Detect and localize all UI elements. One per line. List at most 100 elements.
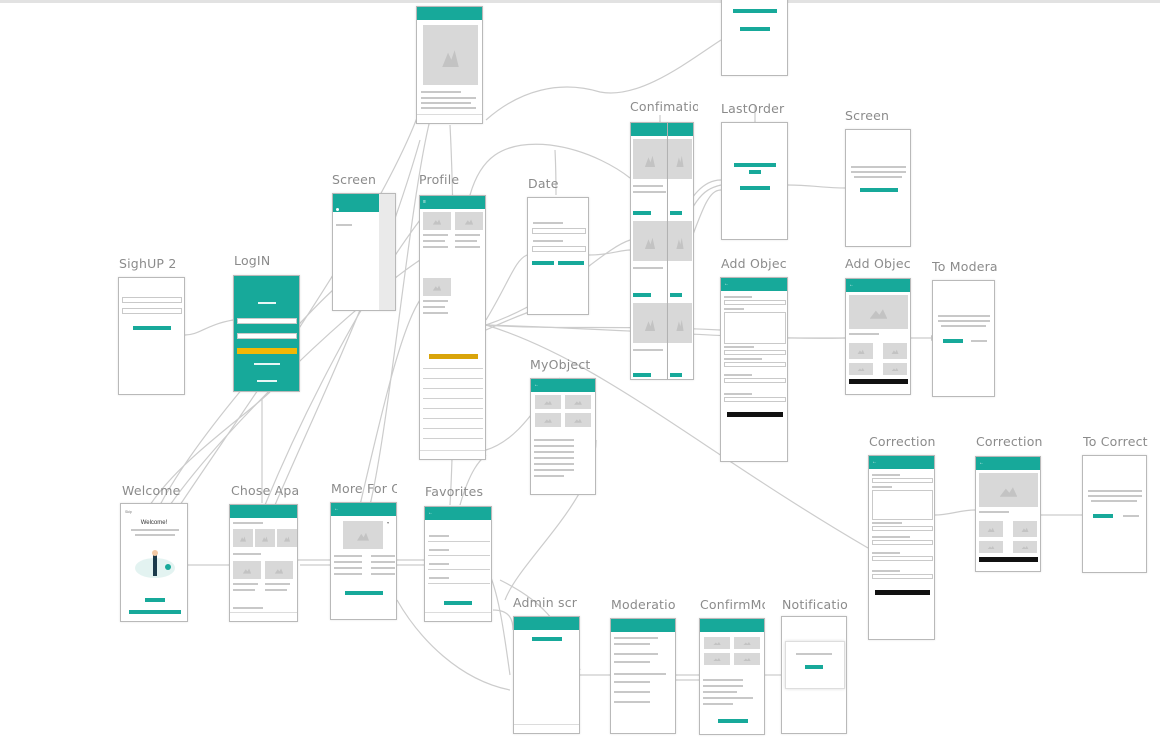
- input-field[interactable]: [122, 297, 182, 303]
- input-field[interactable]: [872, 526, 933, 531]
- submit-button[interactable]: [849, 379, 908, 384]
- frame-last-order[interactable]: [721, 122, 788, 240]
- image-placeholder-icon: [265, 561, 293, 579]
- frame-my-objects[interactable]: ←: [530, 378, 596, 495]
- frame-correction[interactable]: ←: [868, 455, 935, 640]
- frame-favorites[interactable]: ←: [424, 506, 492, 622]
- login-input[interactable]: [237, 318, 297, 324]
- input-field[interactable]: [724, 350, 786, 355]
- confirm-button[interactable]: [633, 373, 651, 377]
- start-button[interactable]: [145, 598, 165, 602]
- label-confirmation: Confimatio: [630, 99, 698, 114]
- frame-welcome[interactable]: Skip Welcome!: [120, 503, 188, 622]
- frame-date[interactable]: [527, 197, 589, 315]
- confirm-button[interactable]: [633, 211, 651, 215]
- frame-to-moderation[interactable]: [932, 280, 995, 397]
- ok-button[interactable]: [532, 261, 554, 265]
- arrow-left-icon[interactable]: ←: [872, 459, 877, 465]
- label-add-object-photo: Add Objec: [845, 256, 911, 271]
- tab-bar[interactable]: [425, 612, 491, 621]
- submit-button[interactable]: [875, 590, 930, 595]
- ok-button[interactable]: [749, 170, 761, 174]
- wire: [492, 609, 514, 631]
- frame-profile[interactable]: ≡: [419, 195, 486, 460]
- frame-screen-right[interactable]: [845, 129, 911, 247]
- add-object-button[interactable]: [429, 354, 478, 359]
- submit-button[interactable]: [727, 412, 783, 417]
- input-field[interactable]: [122, 308, 182, 314]
- wire: [934, 509, 976, 516]
- action-button[interactable]: [733, 9, 777, 13]
- input-field[interactable]: [724, 300, 786, 305]
- action-button[interactable]: [444, 601, 472, 605]
- submit-button[interactable]: [979, 557, 1038, 562]
- tab-bar[interactable]: [420, 450, 485, 459]
- signup-button[interactable]: [133, 326, 171, 330]
- frame-choose-apartment[interactable]: [229, 504, 298, 622]
- frame-notification[interactable]: [781, 616, 847, 734]
- moderation-button[interactable]: [532, 637, 562, 641]
- password-input[interactable]: [237, 333, 297, 339]
- heart-icon[interactable]: ♥: [387, 521, 390, 525]
- frame-correction-photo[interactable]: ←: [975, 456, 1041, 572]
- frame-object-detail[interactable]: [416, 6, 483, 124]
- frame-more-for-object[interactable]: ← ♥: [330, 502, 397, 620]
- textarea-field[interactable]: [872, 490, 933, 520]
- frame-header: ←: [721, 278, 787, 291]
- arrow-left-icon[interactable]: ←: [724, 281, 729, 287]
- frame-login[interactable]: [233, 275, 300, 392]
- register-button[interactable]: [129, 610, 181, 614]
- book-button[interactable]: [345, 591, 383, 595]
- input-field[interactable]: [724, 362, 786, 367]
- input-field[interactable]: [872, 540, 933, 545]
- input-field[interactable]: [872, 556, 933, 561]
- ok-button[interactable]: [943, 339, 963, 343]
- frame-admin-screen[interactable]: [513, 616, 580, 734]
- ok-button[interactable]: [860, 188, 898, 192]
- frame-confirm-moderation[interactable]: [699, 618, 765, 735]
- tab-bar[interactable]: [417, 114, 482, 123]
- action-button[interactable]: [740, 27, 770, 31]
- action-button[interactable]: [734, 163, 776, 167]
- frame-add-object[interactable]: ←: [720, 277, 788, 462]
- image-placeholder-icon: [455, 212, 483, 230]
- input-field[interactable]: [872, 478, 933, 483]
- next-button[interactable]: [740, 186, 770, 190]
- date-input[interactable]: [532, 228, 586, 234]
- frame-header: [700, 619, 764, 632]
- frame-signup2[interactable]: [118, 277, 185, 395]
- next-button[interactable]: [558, 261, 584, 265]
- frame-top-right[interactable]: [721, 0, 788, 76]
- textarea-field[interactable]: [724, 312, 786, 344]
- label-moderation: Moderatio: [611, 597, 676, 612]
- frame-moderation[interactable]: [610, 618, 676, 734]
- ok-button[interactable]: [1093, 514, 1113, 518]
- arrow-left-icon[interactable]: ←: [534, 382, 539, 388]
- date-input[interactable]: [532, 246, 586, 252]
- arrow-left-icon[interactable]: ←: [428, 510, 433, 516]
- label-profile: Profile: [419, 172, 460, 187]
- frame-side-menu[interactable]: [332, 193, 396, 311]
- arrow-left-icon[interactable]: ←: [334, 506, 339, 512]
- arrow-left-icon[interactable]: ←: [979, 460, 984, 466]
- image-placeholder-icon: [849, 343, 873, 359]
- login-button[interactable]: [237, 348, 297, 354]
- ok-button[interactable]: [805, 665, 823, 669]
- label-welcome: Welcome: [122, 483, 181, 498]
- hamburger-menu-icon[interactable]: ≡: [423, 199, 426, 205]
- frame-header: [230, 505, 297, 518]
- image-placeholder-icon: [255, 529, 275, 547]
- tab-bar[interactable]: [514, 724, 579, 733]
- input-field[interactable]: [724, 378, 786, 383]
- tab-bar[interactable]: [230, 612, 297, 621]
- input-field[interactable]: [872, 574, 933, 579]
- confirm-button[interactable]: [718, 719, 748, 723]
- frame-to-correction[interactable]: [1082, 455, 1147, 573]
- input-field[interactable]: [724, 397, 786, 402]
- frame-confirmation[interactable]: [630, 122, 668, 380]
- image-placeholder-icon: [849, 295, 908, 329]
- confirm-button[interactable]: [633, 293, 651, 297]
- arrow-left-icon[interactable]: ←: [849, 282, 854, 288]
- frame-add-object-photo[interactable]: ←: [845, 278, 911, 395]
- wire: [359, 299, 421, 506]
